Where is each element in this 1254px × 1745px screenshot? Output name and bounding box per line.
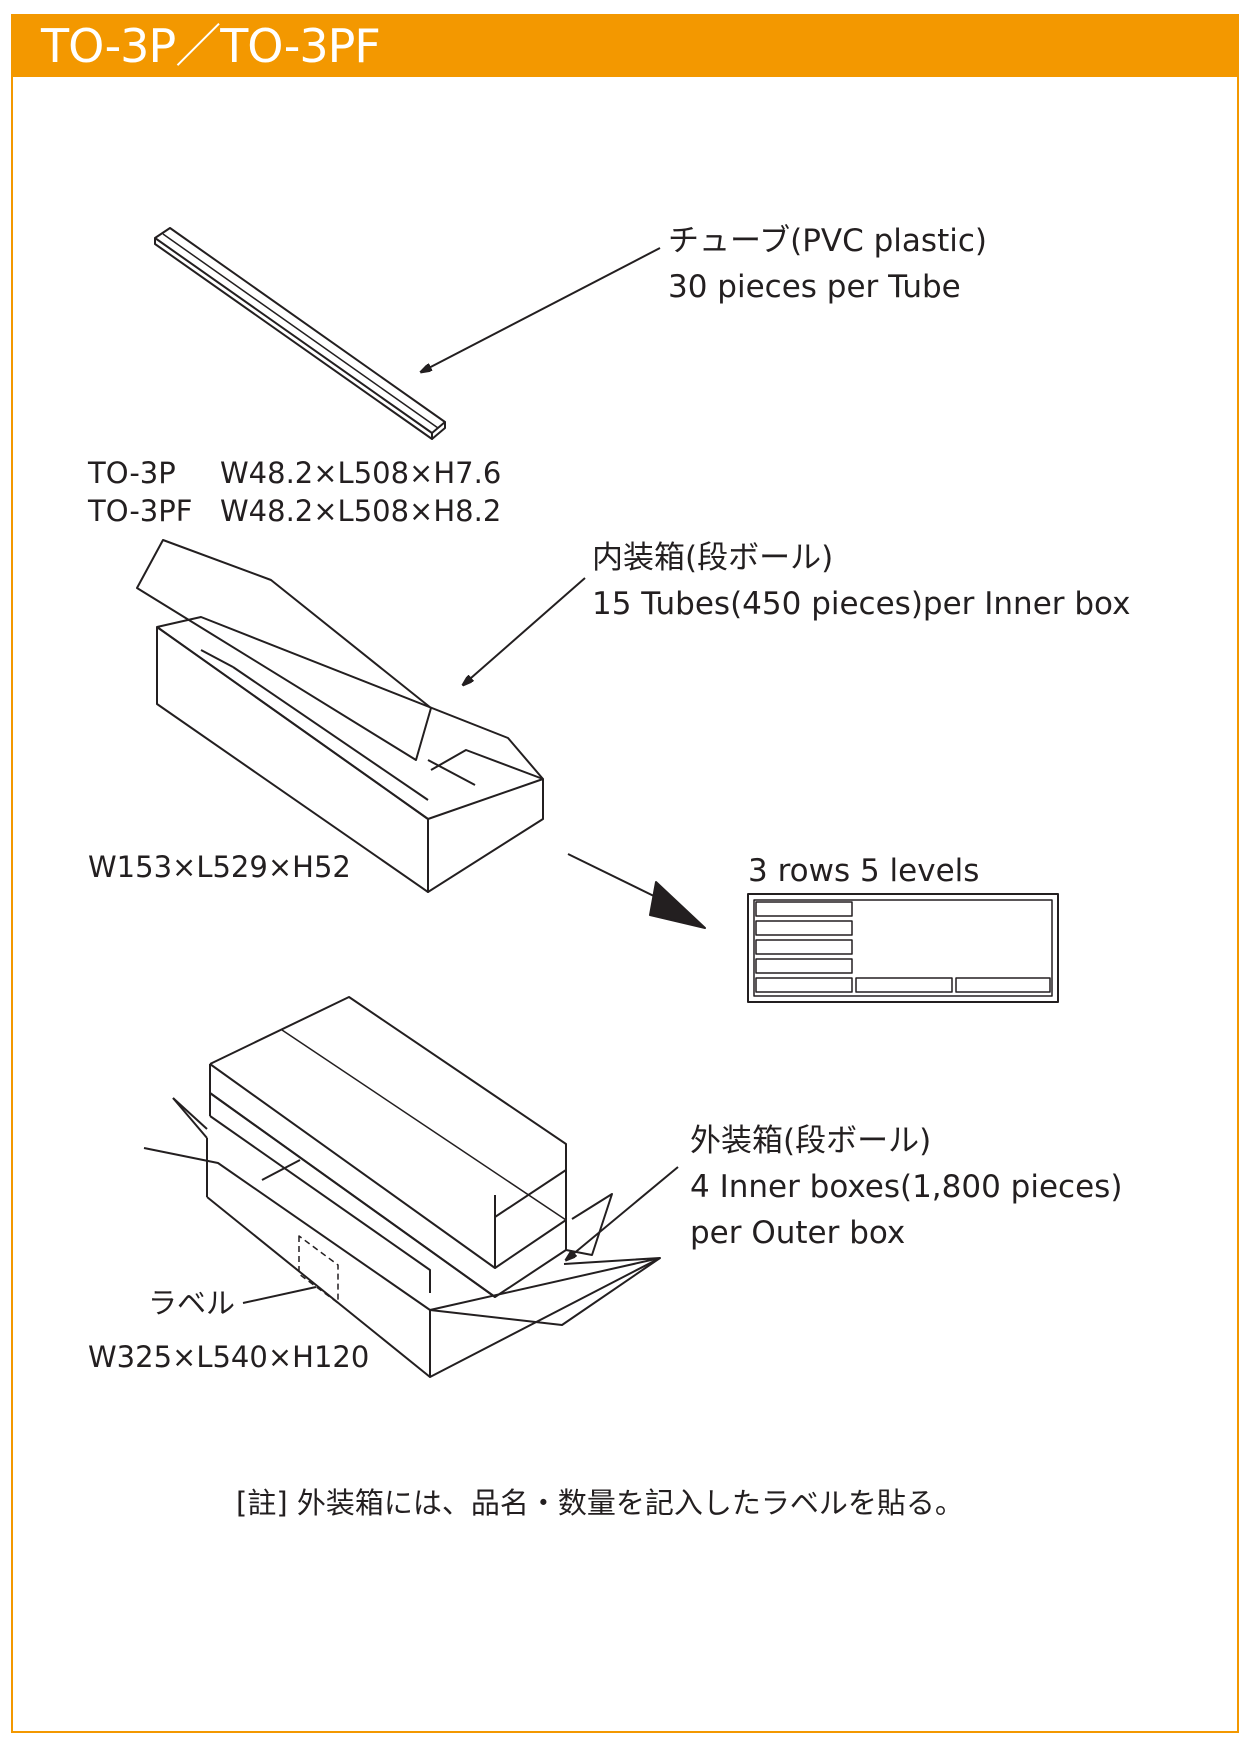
- outer-box-label-title: 外装箱(段ボール): [690, 1123, 932, 1159]
- arrangement-label: 3 rows 5 levels: [748, 853, 980, 889]
- tube-label-title: チューブ(PVC plastic): [668, 223, 987, 259]
- tube-dim-to3pf-name: TO-3PF: [88, 494, 193, 528]
- outer-box-leader-arrow: [566, 1166, 679, 1260]
- outer-box-label-per: per Outer box: [690, 1215, 906, 1251]
- tube-dim-to3pf-value: W48.2×L508×H8.2: [220, 494, 502, 528]
- inner-box-dimensions: W153×L529×H52: [88, 850, 351, 884]
- tube-dim-to3p-name: TO-3P: [88, 456, 176, 490]
- inner-box-label-title: 内装箱(段ボール): [592, 540, 834, 576]
- header-bar: TO-3P／TO-3PF: [11, 14, 1239, 77]
- tube-leader-arrow: [421, 247, 661, 372]
- arrangement-arrow-shaft: [567, 853, 663, 901]
- tube-illustration: [154, 227, 446, 440]
- outer-box-label-tag: ラベル: [148, 1286, 236, 1320]
- outer-box-illustration: [143, 996, 661, 1378]
- tube-dim-to3p-value: W48.2×L508×H7.6: [220, 456, 502, 490]
- page-frame: [11, 14, 1239, 1733]
- label-leader-line: [242, 1286, 317, 1304]
- inner-box-label-quantity: 15 Tubes(450 pieces)per Inner box: [592, 586, 1131, 622]
- outer-box-label-quantity: 4 Inner boxes(1,800 pieces): [690, 1169, 1123, 1205]
- footnote: [註] 外装箱には、品名・数量を記入したラベルを貼る。: [236, 1486, 964, 1520]
- page-title: TO-3P／TO-3PF: [41, 19, 381, 73]
- inner-box-leader-arrow: [463, 577, 586, 685]
- outer-box-dimensions: W325×L540×H120: [88, 1340, 370, 1374]
- inner-box-illustration: [136, 539, 544, 893]
- arrangement-arrow-head: [649, 881, 706, 929]
- tube-label-quantity: 30 pieces per Tube: [668, 269, 961, 305]
- arrangement-diagram: [747, 893, 1059, 1003]
